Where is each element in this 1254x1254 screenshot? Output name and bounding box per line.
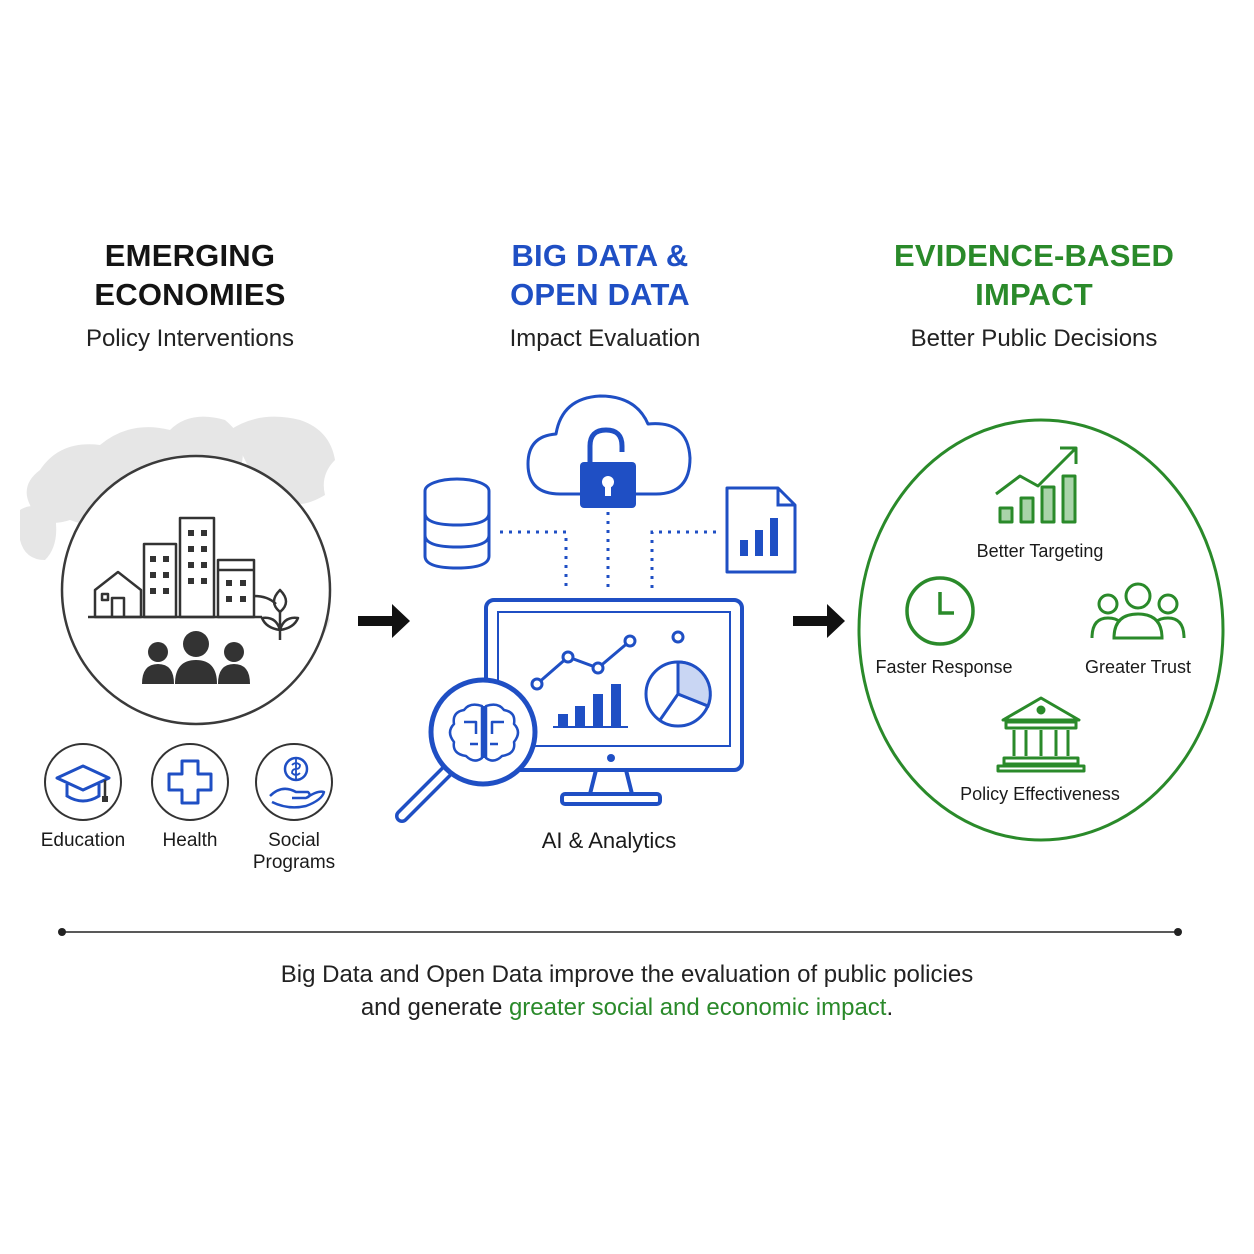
impact-ellipse (857, 418, 1225, 842)
clock-icon (905, 576, 975, 646)
middle-title: BIG DATA & OPEN DATA (450, 236, 750, 314)
right-subtitle: Better Public Decisions (910, 325, 1158, 352)
left-title: EMERGING ECONOMIES (40, 236, 340, 314)
health-label: Health (162, 830, 218, 851)
policy-effectiveness-label: Policy Effectiveness (960, 784, 1120, 804)
social-programs-label-line1: Social (268, 830, 320, 851)
faster-response-label: Faster Response (875, 657, 1013, 677)
middle-title-line1: BIG DATA & (511, 238, 689, 273)
ai-analytics-caption: AI & Analytics (541, 828, 677, 853)
monitor-icon (484, 598, 744, 806)
left-title-line2: ECONOMIES (94, 277, 286, 312)
right-title: EVIDENCE-BASED IMPACT (864, 236, 1204, 314)
cloud-lock-icon (526, 394, 692, 508)
social-programs-label-line2: Programs (252, 852, 336, 873)
left-title-line1: EMERGING (104, 238, 276, 273)
right-title-line2: IMPACT (975, 277, 1093, 312)
database-icon (423, 477, 491, 570)
middle-subtitle: Impact Evaluation (509, 325, 701, 352)
better-targeting-label: Better Targeting (976, 541, 1104, 561)
social-programs-label: Social Programs (234, 830, 354, 874)
right-title-line1: EVIDENCE-BASED (893, 238, 1175, 273)
footer-line2-prefix: and generate (360, 994, 509, 1021)
footer-line1: Big Data and Open Data improve the evalu… (280, 961, 974, 988)
footer-line2: and generate greater social and economic… (0, 991, 1254, 1025)
government-building-icon (996, 696, 1086, 773)
magnifier-brain-icon (395, 677, 538, 823)
growth-chart-icon (995, 446, 1078, 524)
greater-trust-label: Greater Trust (1084, 657, 1192, 677)
middle-title-line2: OPEN DATA (510, 277, 690, 312)
footer-highlight: greater social and economic impact (508, 994, 887, 1021)
document-chart-icon (725, 486, 797, 574)
city-circle (60, 454, 332, 726)
people-group-icon (1090, 582, 1186, 640)
education-label: Education (40, 830, 126, 851)
footer-line2-suffix: . (886, 994, 894, 1021)
left-subtitle: Policy Interventions (85, 325, 295, 352)
